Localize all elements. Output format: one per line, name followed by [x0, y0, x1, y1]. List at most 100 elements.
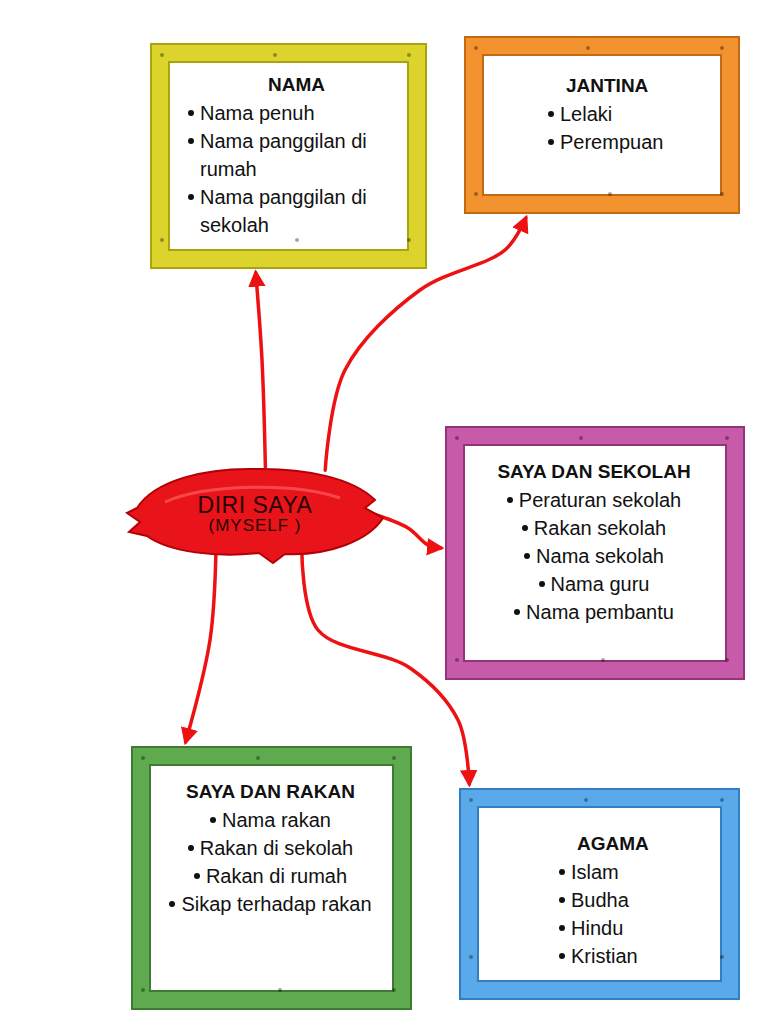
- bullet-row: Islam: [559, 858, 712, 886]
- frame-nail: [725, 658, 729, 662]
- frame-nail: [455, 436, 459, 440]
- bullet-dot: [522, 525, 528, 531]
- bullet-text: Nama guru: [551, 570, 650, 598]
- central-title: DIRI SAYA: [198, 493, 313, 517]
- topic-frame: JANTINALelakiPerempuan: [466, 38, 738, 212]
- bullet-dot: [188, 110, 194, 116]
- bullet-text: Islam: [571, 858, 619, 886]
- bullet-dot: [188, 845, 194, 851]
- bullet-row: Rakan sekolah: [471, 514, 717, 542]
- central-subtitle: (MYSELF ): [208, 517, 301, 535]
- bullet-text: Lelaki: [560, 100, 612, 128]
- bullet-dot: [559, 897, 565, 903]
- frame-nail: [278, 988, 282, 992]
- frame-nail: [141, 988, 145, 992]
- bullet-text: Nama sekolah: [536, 542, 664, 570]
- frame-nail: [407, 238, 411, 242]
- frame-nail: [455, 658, 459, 662]
- bullet-dot: [559, 869, 565, 875]
- topic-heading: AGAMA: [577, 832, 712, 856]
- topic-heading: NAMA: [268, 73, 399, 97]
- topic-frame: AGAMAIslamBudhaHinduKristian: [461, 790, 738, 998]
- bullet-dot: [524, 553, 530, 559]
- bullet-row: Hindu: [559, 914, 712, 942]
- bullet-dot: [539, 581, 545, 587]
- bullet-dot: [210, 817, 216, 823]
- bullet-text: Perempuan: [560, 128, 663, 156]
- bullet-row: Sikap terhadap rakan: [157, 890, 384, 918]
- bullet-text: Nama panggilan di rumah: [200, 127, 399, 183]
- frame-nail: [407, 53, 411, 57]
- frame-nail: [474, 46, 478, 50]
- bullet-row: Nama panggilan di rumah: [188, 127, 399, 183]
- topic-frame: NAMANama penuhNama panggilan di rumahNam…: [152, 45, 425, 267]
- frame-nail: [295, 238, 299, 242]
- bullet-row: Nama panggilan di sekolah: [188, 183, 399, 239]
- arrow-connector: [256, 273, 266, 467]
- bullet-dot: [169, 901, 175, 907]
- bullet-text: Peraturan sekolah: [519, 486, 681, 514]
- bullet-dot: [559, 925, 565, 931]
- bullet-row: Rakan di rumah: [157, 862, 384, 890]
- bullet-dot: [548, 111, 554, 117]
- frame-nail: [392, 988, 396, 992]
- bullet-dot: [188, 194, 194, 200]
- frame-nail: [469, 955, 473, 959]
- bullet-row: Nama pembantu: [471, 598, 717, 626]
- frame-nail: [720, 46, 724, 50]
- central-topic: DIRI SAYA(MYSELF ): [125, 462, 385, 565]
- bullet-dot: [548, 139, 554, 145]
- bullet-row: Lelaki: [548, 100, 712, 128]
- bullet-row: Nama sekolah: [471, 542, 717, 570]
- bullet-row: Nama rakan: [157, 806, 384, 834]
- bullet-text: Nama pembantu: [526, 598, 674, 626]
- frame-nail: [256, 756, 260, 760]
- bullet-text: Rakan di sekolah: [200, 834, 353, 862]
- topic-frame: SAYA DAN SEKOLAHPeraturan sekolahRakan s…: [447, 428, 743, 678]
- bullet-text: Nama penuh: [200, 99, 315, 127]
- bullet-text: Budha: [571, 886, 629, 914]
- frame-nail: [586, 46, 590, 50]
- bullet-dot: [514, 609, 520, 615]
- bullet-dot: [507, 497, 513, 503]
- bullet-text: Hindu: [571, 914, 623, 942]
- bullet-dot: [559, 953, 565, 959]
- arrow-connector: [186, 550, 216, 742]
- bullet-text: Rakan sekolah: [534, 514, 666, 542]
- bullet-text: Kristian: [571, 942, 638, 970]
- central-text: DIRI SAYA(MYSELF ): [198, 462, 313, 565]
- bullet-row: Rakan di sekolah: [157, 834, 384, 862]
- bullet-text: Nama panggilan di sekolah: [200, 183, 399, 239]
- topic-heading: JANTINA: [566, 74, 712, 98]
- bullet-dot: [194, 873, 200, 879]
- bullet-row: Nama guru: [471, 570, 717, 598]
- bullet-row: Budha: [559, 886, 712, 914]
- frame-nail: [601, 658, 605, 662]
- bullet-row: Nama penuh: [188, 99, 399, 127]
- bullet-dot: [188, 138, 194, 144]
- frame-nail: [160, 238, 164, 242]
- topic-heading: SAYA DAN RAKAN: [157, 780, 384, 804]
- splash-shape: [127, 469, 383, 563]
- frame-nail: [584, 798, 588, 802]
- frame-nail: [141, 756, 145, 760]
- bullet-text: Nama rakan: [222, 806, 331, 834]
- frame-nail: [392, 756, 396, 760]
- frame-nail: [579, 436, 583, 440]
- frame-nail: [606, 955, 610, 959]
- frame-nail: [608, 192, 612, 196]
- bullet-row: Perempuan: [548, 128, 712, 156]
- frame-nail: [469, 798, 473, 802]
- bullet-row: Kristian: [559, 942, 712, 970]
- topic-heading: SAYA DAN SEKOLAH: [471, 460, 717, 484]
- frame-nail: [474, 192, 478, 196]
- bullet-text: Sikap terhadap rakan: [181, 890, 371, 918]
- frame-nail: [273, 53, 277, 57]
- frame-nail: [160, 53, 164, 57]
- topic-frame: SAYA DAN RAKANNama rakanRakan di sekolah…: [133, 748, 410, 1008]
- bullet-row: Peraturan sekolah: [471, 486, 717, 514]
- frame-nail: [725, 436, 729, 440]
- frame-nail: [720, 798, 724, 802]
- frame-nail: [720, 955, 724, 959]
